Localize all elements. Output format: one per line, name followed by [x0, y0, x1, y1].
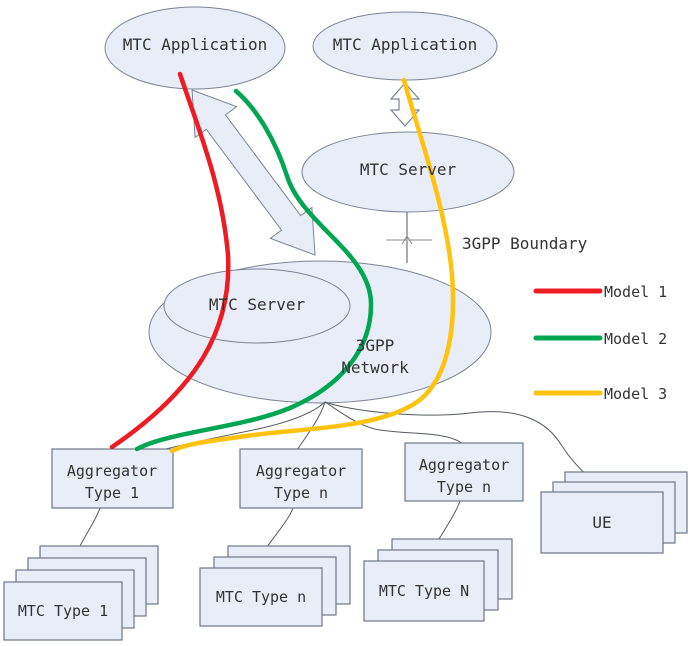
mtc-server-top-ellipse [301, 131, 515, 213]
aggregator-type-1-box [51, 448, 174, 509]
stack-front [363, 560, 485, 622]
legend-model3-label: Model 3 [604, 385, 667, 403]
mtc-application-left-ellipse [104, 6, 286, 90]
legend: Model 1 Model 2 Model 3 [533, 283, 667, 403]
mtc-server-inner-label: MTC Server [209, 295, 306, 314]
stack-front [199, 567, 323, 627]
mtc-application-right-label: MTC Application [333, 35, 478, 54]
ue-stack: UE [540, 471, 688, 554]
boundary-label: 3GPP Boundary [462, 234, 588, 253]
mtc-type-1-stack: MTC Type 1 [3, 545, 159, 641]
ue-label: UE [592, 513, 611, 532]
double-arrow-app-network [191, 89, 316, 256]
stack-front [540, 491, 664, 554]
network-label-line2: Network [341, 358, 409, 377]
mtc-type-n-stack: MTC Type n [199, 545, 351, 627]
legend-model1-label: Model 1 [604, 283, 667, 301]
mtc-type-1-label: MTC Type 1 [18, 602, 108, 620]
mtc-application-left-label: MTC Application [123, 35, 268, 54]
mtc-type-N-label: MTC Type N [379, 582, 469, 600]
mtc-server-inner-ellipse [163, 268, 351, 344]
aggregator3-label-line1: Aggregator [419, 456, 509, 474]
link-network-ue [324, 401, 601, 492]
model1-red-curve [109, 71, 231, 450]
mtc-type-n-label: MTC Type n [216, 588, 306, 606]
aggregator2-label-line2: Type n [274, 484, 328, 502]
stack-front [3, 581, 123, 641]
boundary-arrow-icon [401, 235, 413, 245]
aggregator1-label-line1: Aggregator [67, 462, 157, 480]
model2-green-curve [134, 88, 374, 452]
link-network-aggregator1 [165, 401, 326, 450]
mtc-type-N-stack: MTC Type N [363, 538, 513, 622]
legend-model2-label: Model 2 [604, 330, 667, 348]
aggregator2-label-line1: Aggregator [256, 462, 346, 480]
network-label-line1: 3GPP [356, 336, 395, 355]
aggregator-type-n-box-1 [239, 448, 363, 509]
aggregator3-label-line2: Type n [437, 478, 491, 496]
aggregator-type-n-box-2 [404, 442, 524, 502]
link-network-aggregator3 [324, 401, 463, 444]
link-network-aggregator2 [296, 401, 326, 451]
mtc-server-top-label: MTC Server [360, 160, 457, 179]
model3-yellow-curve [169, 77, 456, 454]
aggregator1-label-line2: Type 1 [85, 484, 139, 502]
